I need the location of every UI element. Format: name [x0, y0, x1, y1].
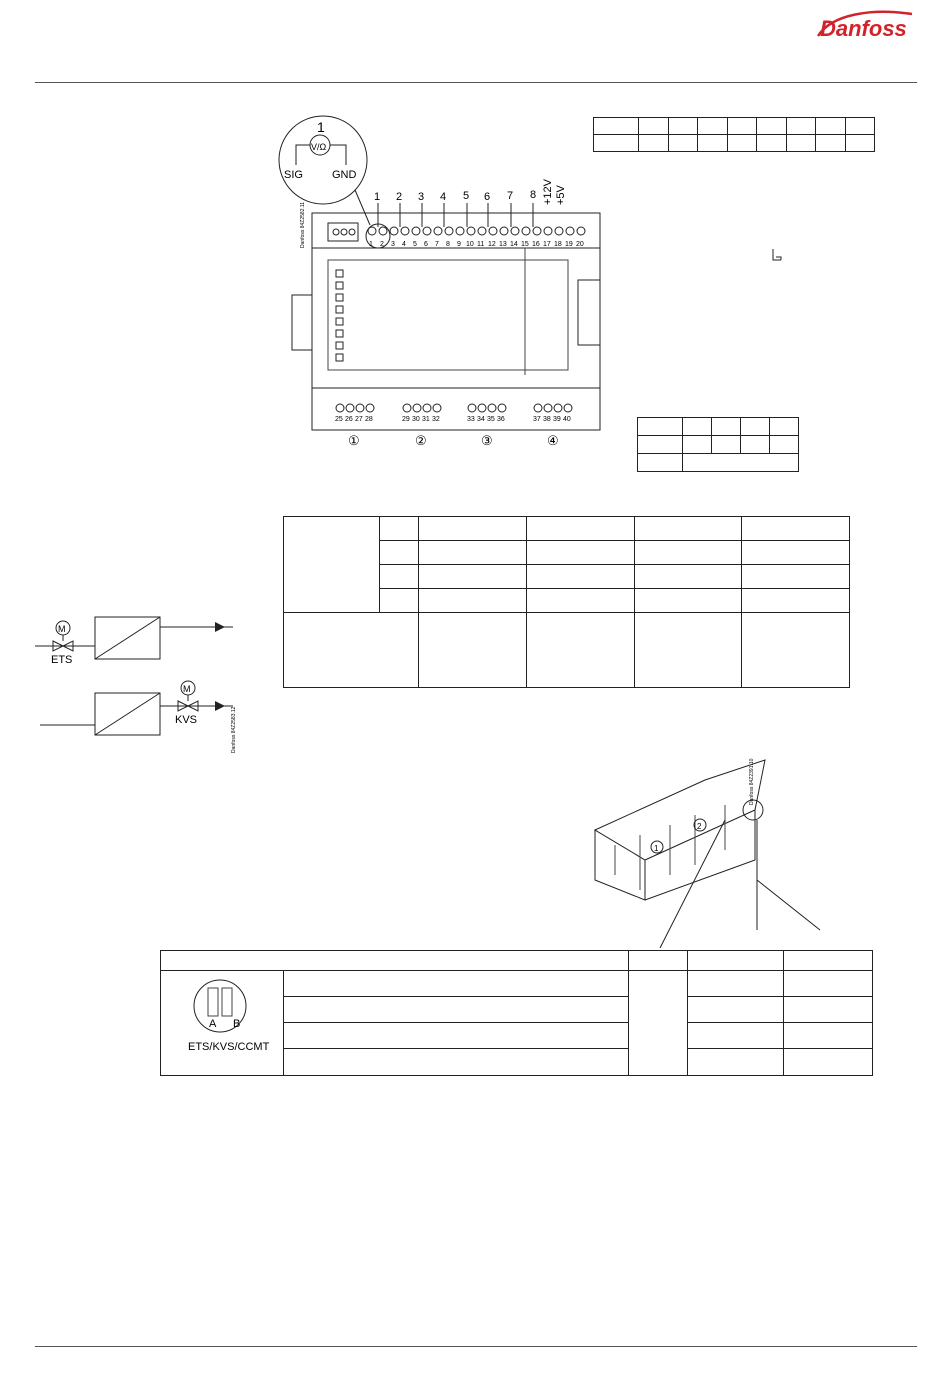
group-marker: ③: [481, 433, 493, 448]
connector-marker: 1: [654, 844, 659, 853]
terminal-number: 40: [563, 416, 571, 423]
group-marker: ②: [415, 433, 427, 448]
pin-label: 8: [530, 189, 536, 201]
terminal-number: 4: [402, 241, 406, 248]
terminal-number: 29: [402, 416, 410, 423]
sensor-sig-label: SIG: [284, 169, 303, 181]
sensor-symbol: V/Ω: [311, 142, 327, 152]
sensor-callout-circle: [278, 115, 368, 205]
main-table: [283, 516, 850, 688]
terminal-number: 19: [565, 241, 573, 248]
terminal-number: 37: [533, 416, 541, 423]
terminal-number: 14: [510, 241, 518, 248]
brand-name: Danfoss: [820, 16, 907, 41]
terminal-number: 6: [424, 241, 428, 248]
pin-label: 2: [396, 191, 402, 203]
sensor-gnd-label: GND: [332, 169, 357, 181]
group-marker: ①: [348, 433, 360, 448]
pin-label: 5: [463, 190, 469, 202]
connector-marker: 2: [697, 822, 702, 831]
ground-symbol-icon: [772, 249, 782, 261]
pin-label: 3: [418, 191, 424, 203]
terminal-number: 28: [365, 416, 373, 423]
top-right-table: [593, 117, 875, 152]
terminal-number: 5: [413, 241, 417, 248]
terminal-number: 8: [446, 241, 450, 248]
bottom-table: [160, 950, 873, 1076]
terminal-number: 1: [369, 241, 373, 248]
connector-a-label: A: [209, 1018, 217, 1030]
terminal-number: 27: [355, 416, 363, 423]
group-marker: ④: [547, 433, 559, 448]
terminal-number: 17: [543, 241, 551, 248]
device-label: ETS/KVS/CCMT: [188, 1041, 270, 1053]
terminal-number: 2: [380, 241, 384, 248]
motor-icon: M: [58, 624, 66, 634]
connector-diagram: 1 2 Danfoss 84Z2391.10: [593, 758, 821, 949]
terminal-number: 32: [432, 416, 440, 423]
pin-label: 6: [484, 191, 490, 203]
terminal-number: 33: [467, 416, 475, 423]
pin-label: 1: [374, 191, 380, 203]
terminal-number: 36: [497, 416, 505, 423]
ets-label: ETS: [51, 654, 72, 666]
terminal-number: 16: [532, 241, 540, 248]
drawing-ref: Danfoss 84Z2582.11: [300, 202, 306, 248]
danfoss-logo: Danfoss: [812, 6, 918, 46]
terminal-number: 30: [412, 416, 420, 423]
terminal-number: 26: [345, 416, 353, 423]
terminal-number: 20: [576, 241, 584, 248]
connector-plug-icon: A B ETS/KVS/CCMT: [188, 979, 270, 1053]
terminal-number: 34: [477, 416, 485, 423]
terminal-number: 7: [435, 241, 439, 248]
footer-rule: [35, 1346, 917, 1347]
pin-label-5v: +5V: [555, 184, 567, 205]
terminal-number: 39: [553, 416, 561, 423]
header-rule: [35, 82, 917, 83]
terminal-number: 11: [477, 241, 484, 248]
device-cell: [160, 970, 284, 1076]
kvs-label: KVS: [175, 714, 197, 726]
sensor-number: 1: [317, 119, 325, 135]
motor-icon: M: [183, 684, 191, 694]
terminal-number: 9: [457, 241, 461, 248]
controller-diagram: 1 V/Ω SIG GND 1 2 3 4 5 6 7 8 +12V +5V: [278, 115, 601, 448]
terminal-number: 31: [422, 416, 430, 423]
terminal-number: 18: [554, 241, 562, 248]
pin-label: 4: [440, 191, 446, 203]
pin-label-12v: +12V: [542, 178, 554, 205]
terminal-number: 10: [466, 241, 474, 248]
drawing-ref: Danfoss 84Z2391.10: [749, 758, 755, 805]
drawing-ref: Danfoss 84Z2583.12: [231, 706, 237, 753]
connector-b-label: B: [233, 1018, 240, 1030]
pin-label: 7: [507, 190, 513, 202]
mid-right-table: [637, 417, 799, 472]
valve-diagram: M ETS M KVS Danfoss 84Z2583.12: [35, 616, 237, 753]
terminal-number: 15: [521, 241, 529, 248]
terminal-number: 3: [391, 241, 395, 248]
terminal-number: 12: [488, 241, 496, 248]
terminal-number: 38: [543, 416, 551, 423]
terminal-number: 35: [487, 416, 495, 423]
terminal-number: 13: [499, 241, 507, 248]
terminal-number: 25: [335, 416, 343, 423]
